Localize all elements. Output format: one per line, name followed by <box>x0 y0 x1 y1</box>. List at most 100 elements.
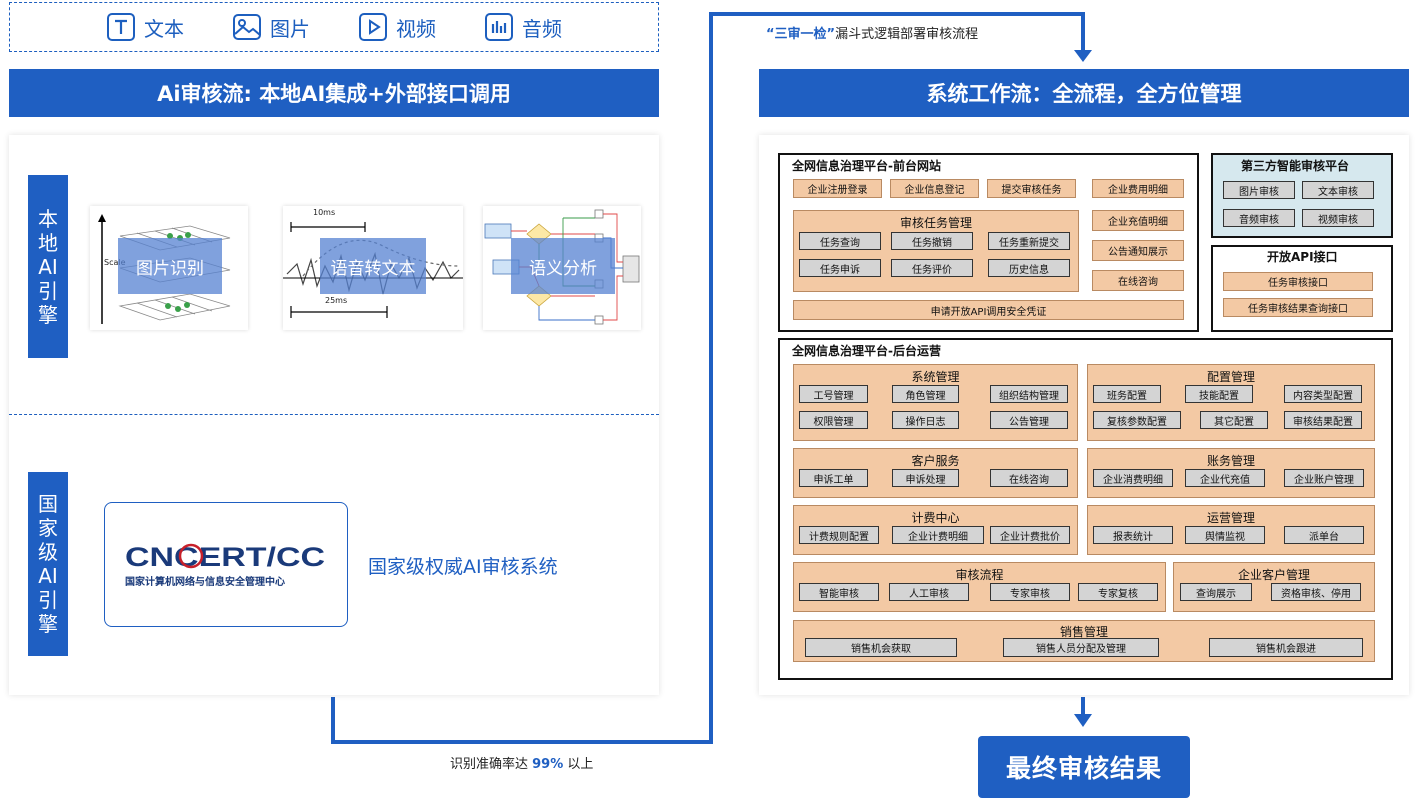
backend-button[interactable]: 操作日志 <box>892 411 959 429</box>
task-button[interactable]: 任务申诉 <box>799 259 881 277</box>
label-char: 引 <box>38 278 58 303</box>
frontend-button[interactable]: 提交审核任务 <box>987 179 1076 198</box>
task-button[interactable]: 历史信息 <box>988 259 1070 277</box>
cncert-logo-card: CNCERT/CC 国家计算机网络与信息安全管理中心 <box>104 502 348 627</box>
third-party-button[interactable]: 音频审核 <box>1223 209 1295 227</box>
group-title: 销售管理 <box>1059 625 1108 639</box>
backend-button[interactable]: 资格审核、停用 <box>1271 583 1361 601</box>
backend-button[interactable]: 申诉处理 <box>892 469 959 487</box>
backend-button[interactable]: 企业计费批价 <box>990 526 1070 544</box>
video-icon <box>359 13 387 41</box>
text-icon <box>107 13 135 41</box>
group-title: 运营管理 <box>1206 511 1255 525</box>
backend-button[interactable]: 复核参数配置 <box>1093 411 1181 429</box>
cncert-org-name: 国家计算机网络与信息安全管理中心 <box>125 577 285 588</box>
funnel-note-text: 漏斗式逻辑部署审核流程 <box>835 27 979 42</box>
backend-button[interactable]: 技能配置 <box>1185 385 1253 403</box>
accuracy-note: 识别准确率达 99% 以上 <box>450 753 593 772</box>
backend-button[interactable]: 专家复核 <box>1078 583 1158 601</box>
final-result-box: 最终审核结果 <box>978 736 1190 798</box>
backend-button[interactable]: 企业消费明细 <box>1093 469 1173 487</box>
backend-button[interactable]: 审核结果配置 <box>1284 411 1362 429</box>
svg-text:CNCERT/CC: CNCERT/CC <box>125 542 325 571</box>
label-char: 引 <box>38 588 58 612</box>
backend-button[interactable]: 查询展示 <box>1180 583 1252 601</box>
group-title: 企业客户管理 <box>1237 568 1310 582</box>
group-title: 计费中心 <box>911 511 960 525</box>
backend-button[interactable]: 内容类型配置 <box>1284 385 1362 403</box>
backend-title: 全网信息治理平台-后台运营 <box>792 344 941 358</box>
media-label: 音频 <box>522 16 562 41</box>
media-item-video: 视频 <box>358 12 436 42</box>
backend-button[interactable]: 其它配置 <box>1200 411 1268 429</box>
backend-button[interactable]: 销售机会获取 <box>805 638 957 657</box>
frontend-side-button[interactable]: 公告通知展示 <box>1092 240 1184 261</box>
local-engine-label: 本 地 AI 引 擎 <box>28 175 68 358</box>
label-char: 家 <box>38 516 58 540</box>
third-party-button[interactable]: 文本审核 <box>1302 181 1374 199</box>
left-section-title: Ai审核流: 本地AI集成+外部接口调用 <box>9 69 659 117</box>
label-char: AI <box>38 564 58 588</box>
backend-button[interactable]: 计费规则配置 <box>799 526 879 544</box>
backend-button[interactable]: 权限管理 <box>799 411 868 429</box>
backend-button[interactable]: 人工审核 <box>889 583 969 601</box>
label-char: 级 <box>38 540 58 564</box>
backend-button[interactable]: 角色管理 <box>892 385 959 403</box>
thumb-label-image: 图片识别 <box>118 238 222 294</box>
funnel-note: “三审一检”漏斗式逻辑部署审核流程 <box>766 23 978 42</box>
scale-axis-text: Scale <box>104 258 126 267</box>
backend-button[interactable]: 企业代充值 <box>1185 469 1265 487</box>
frontend-title: 全网信息治理平台-前台网站 <box>792 159 941 173</box>
third-party-button[interactable]: 图片审核 <box>1223 181 1295 199</box>
third-party-title: 第三方智能审核平台 <box>1241 159 1350 173</box>
accuracy-prefix: 识别准确率达 <box>450 757 533 772</box>
api-button[interactable]: 任务审核结果查询接口 <box>1223 298 1373 317</box>
backend-button[interactable]: 工号管理 <box>799 385 868 403</box>
national-engine-label: 国 家 级 AI 引 擎 <box>28 472 68 656</box>
group-title: 账务管理 <box>1206 454 1255 468</box>
accuracy-suffix: 以上 <box>563 757 594 772</box>
backend-button[interactable]: 派单台 <box>1284 526 1364 544</box>
frontend-button[interactable]: 企业注册登录 <box>793 179 882 198</box>
label-char: 擎 <box>38 612 58 636</box>
frontend-side-button[interactable]: 企业充值明细 <box>1092 210 1184 231</box>
task-button[interactable]: 任务撤销 <box>891 232 973 250</box>
api-button[interactable]: 任务审核接口 <box>1223 272 1373 291</box>
accuracy-value: 99% <box>532 757 564 772</box>
label-char: 国 <box>38 492 58 516</box>
label-char: 擎 <box>38 302 58 327</box>
thumb-label-speech: 语音转文本 <box>320 238 426 294</box>
group-title: 客户服务 <box>911 454 960 468</box>
group-title: 审核流程 <box>955 568 1004 582</box>
audio-icon <box>485 13 513 41</box>
backend-button[interactable]: 企业账户管理 <box>1284 469 1364 487</box>
api-credential-button[interactable]: 申请开放API调用安全凭证 <box>793 300 1184 320</box>
group-title: 配置管理 <box>1206 370 1255 384</box>
frontend-button[interactable]: 企业信息登记 <box>890 179 979 198</box>
third-party-button[interactable]: 视频审核 <box>1302 209 1374 227</box>
backend-button[interactable]: 在线咨询 <box>990 469 1068 487</box>
backend-button[interactable]: 报表统计 <box>1093 526 1173 544</box>
backend-button[interactable]: 班务配置 <box>1093 385 1161 403</box>
backend-button[interactable]: 公告管理 <box>990 411 1068 429</box>
backend-button[interactable]: 组织结构管理 <box>990 385 1068 403</box>
thumb-label-semantic: 语义分析 <box>511 238 615 294</box>
backend-button[interactable]: 销售人员分配及管理 <box>1003 638 1159 657</box>
backend-button[interactable]: 智能审核 <box>799 583 879 601</box>
media-item-image: 图片 <box>232 12 310 42</box>
frontend-button[interactable]: 企业费用明细 <box>1092 179 1184 198</box>
task-button[interactable]: 任务查询 <box>799 232 881 250</box>
backend-button[interactable]: 专家审核 <box>990 583 1070 601</box>
label-char: 本 <box>38 206 58 231</box>
task-button[interactable]: 任务重新提交 <box>988 232 1070 250</box>
task-button[interactable]: 任务评价 <box>891 259 973 277</box>
backend-button[interactable]: 舆情监视 <box>1185 526 1265 544</box>
backend-button[interactable]: 申诉工单 <box>799 469 868 487</box>
backend-button[interactable]: 销售机会跟进 <box>1209 638 1363 657</box>
cncert-logo: CNCERT/CC <box>125 542 325 571</box>
frontend-side-button[interactable]: 在线咨询 <box>1092 270 1184 291</box>
engine-divider <box>9 414 659 415</box>
backend-button[interactable]: 企业计费明细 <box>892 526 984 544</box>
label-char: AI <box>38 254 58 279</box>
